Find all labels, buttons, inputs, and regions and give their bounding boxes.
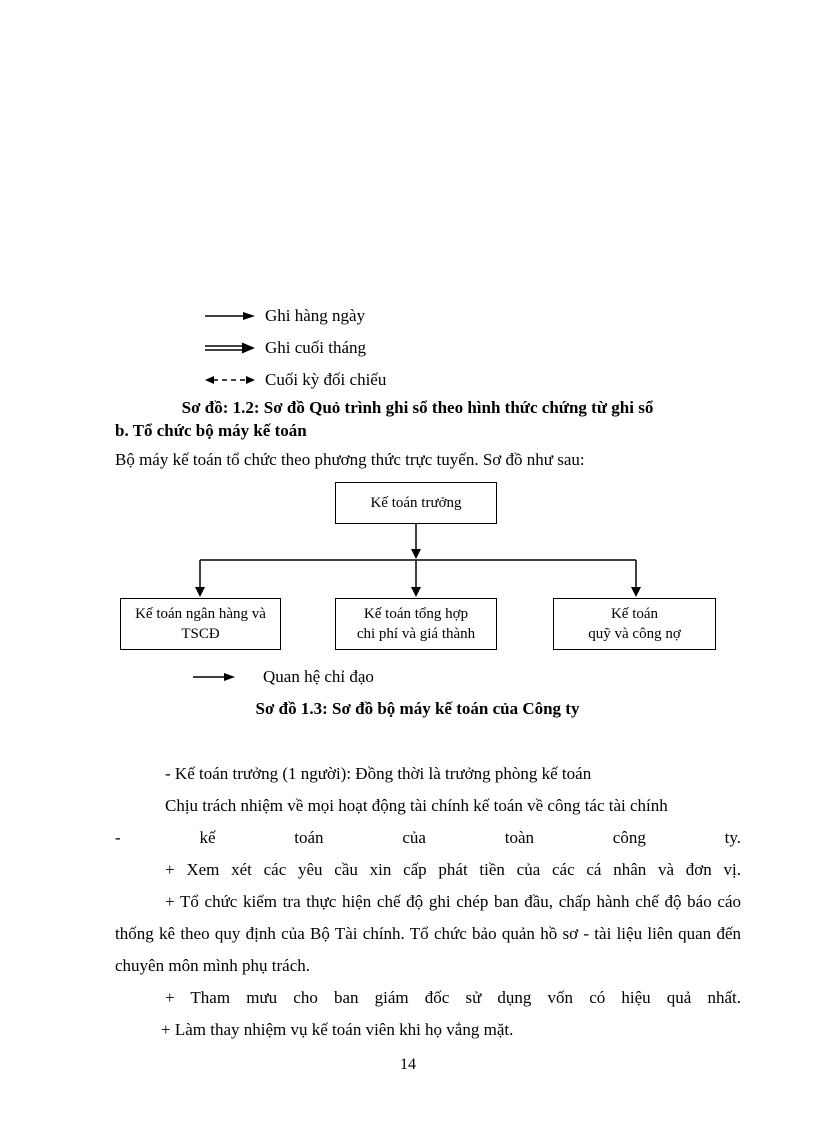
diagram-1-3-caption: Sơ đồ 1.3: Sơ đồ bộ máy kế toán của Công… (255, 699, 580, 718)
page-number: 14 (400, 1056, 416, 1073)
paragraph-advisory: + Tham mưu cho ban giám đốc sử dụng vốn … (165, 988, 741, 1007)
double-arrow-icon (205, 342, 255, 354)
solid-arrow-icon (205, 311, 255, 321)
arrow-legend: Ghi hàng ngày Ghi cuối tháng Cuối kỳ đ (205, 300, 386, 396)
org-chart-connectors (195, 524, 641, 597)
paragraph-review-requests: + Xem xét các yêu cầu xin cấp phát tiền … (165, 860, 741, 879)
org-box-label-line2: chi phí và giá thành (356, 626, 476, 642)
solid-arrow-icon (193, 672, 235, 682)
legend-item-period-check: Cuối kỳ đối chiếu (205, 364, 386, 396)
org-box-fund-debt: Kế toán quỹ và công nợ (553, 598, 716, 650)
org-box-label: Kế toán trưởng (370, 494, 462, 511)
org-box-chief-accountant: Kế toán trưởng (335, 482, 497, 524)
org-box-bank-fixed-assets: Kế toán ngân hàng và TSCĐ (120, 598, 281, 650)
legend-item-daily: Ghi hàng ngày (205, 300, 386, 332)
paragraph-chief-role: - Kế toán trưởng (1 người): Đồng thời là… (165, 764, 592, 783)
section-heading: b. Tổ chức bộ máy kế toán (115, 421, 307, 440)
org-chart: Kế toán trưởng Kế toán ngân hàng và TSCĐ… (0, 480, 816, 660)
body-text: - Kế toán trưởng (1 người): Đồng thời là… (115, 758, 741, 1046)
legend-label: Ghi cuối tháng (265, 338, 367, 357)
relation-label: Quan hệ chỉ đạo (263, 667, 374, 686)
paragraph-responsibility-line2: - kế toán của toàn công ty. (115, 828, 741, 847)
legend-label: Cuối kỳ đối chiếu (265, 370, 387, 389)
dashed-double-arrow-icon (205, 375, 255, 385)
org-box-label-line2: TSCĐ (181, 626, 220, 642)
paragraph-inspection: + Tổ chức kiểm tra thực hiện chế độ ghi … (115, 892, 741, 975)
org-box-general-cost: Kế toán tổng hợp chi phí và giá thành (335, 598, 497, 650)
relation-legend: Quan hệ chỉ đạo (193, 663, 374, 691)
legend-item-month-end: Ghi cuối tháng (205, 332, 386, 364)
paragraph-substitute: + Làm thay nhiệm vụ kế toán viên khi họ … (161, 1020, 514, 1039)
org-box-label-line1: Kế toán tổng hợp (363, 605, 469, 622)
org-box-label-line1: Kế toán (610, 605, 659, 622)
org-box-label-line1: Kế toán ngân hàng và (135, 605, 266, 622)
intro-text: Bộ máy kế toán tổ chức theo phương thức … (115, 450, 585, 469)
diagram-1-2-caption: Sơ đồ: 1.2: Sơ đồ Quỏ trình ghi sổ theo … (181, 398, 654, 417)
legend-label: Ghi hàng ngày (265, 306, 366, 325)
org-box-label-line2: quỹ và công nợ (588, 626, 681, 642)
paragraph-responsibility-line1: Chịu trách nhiệm về mọi hoạt động tài ch… (165, 796, 668, 815)
